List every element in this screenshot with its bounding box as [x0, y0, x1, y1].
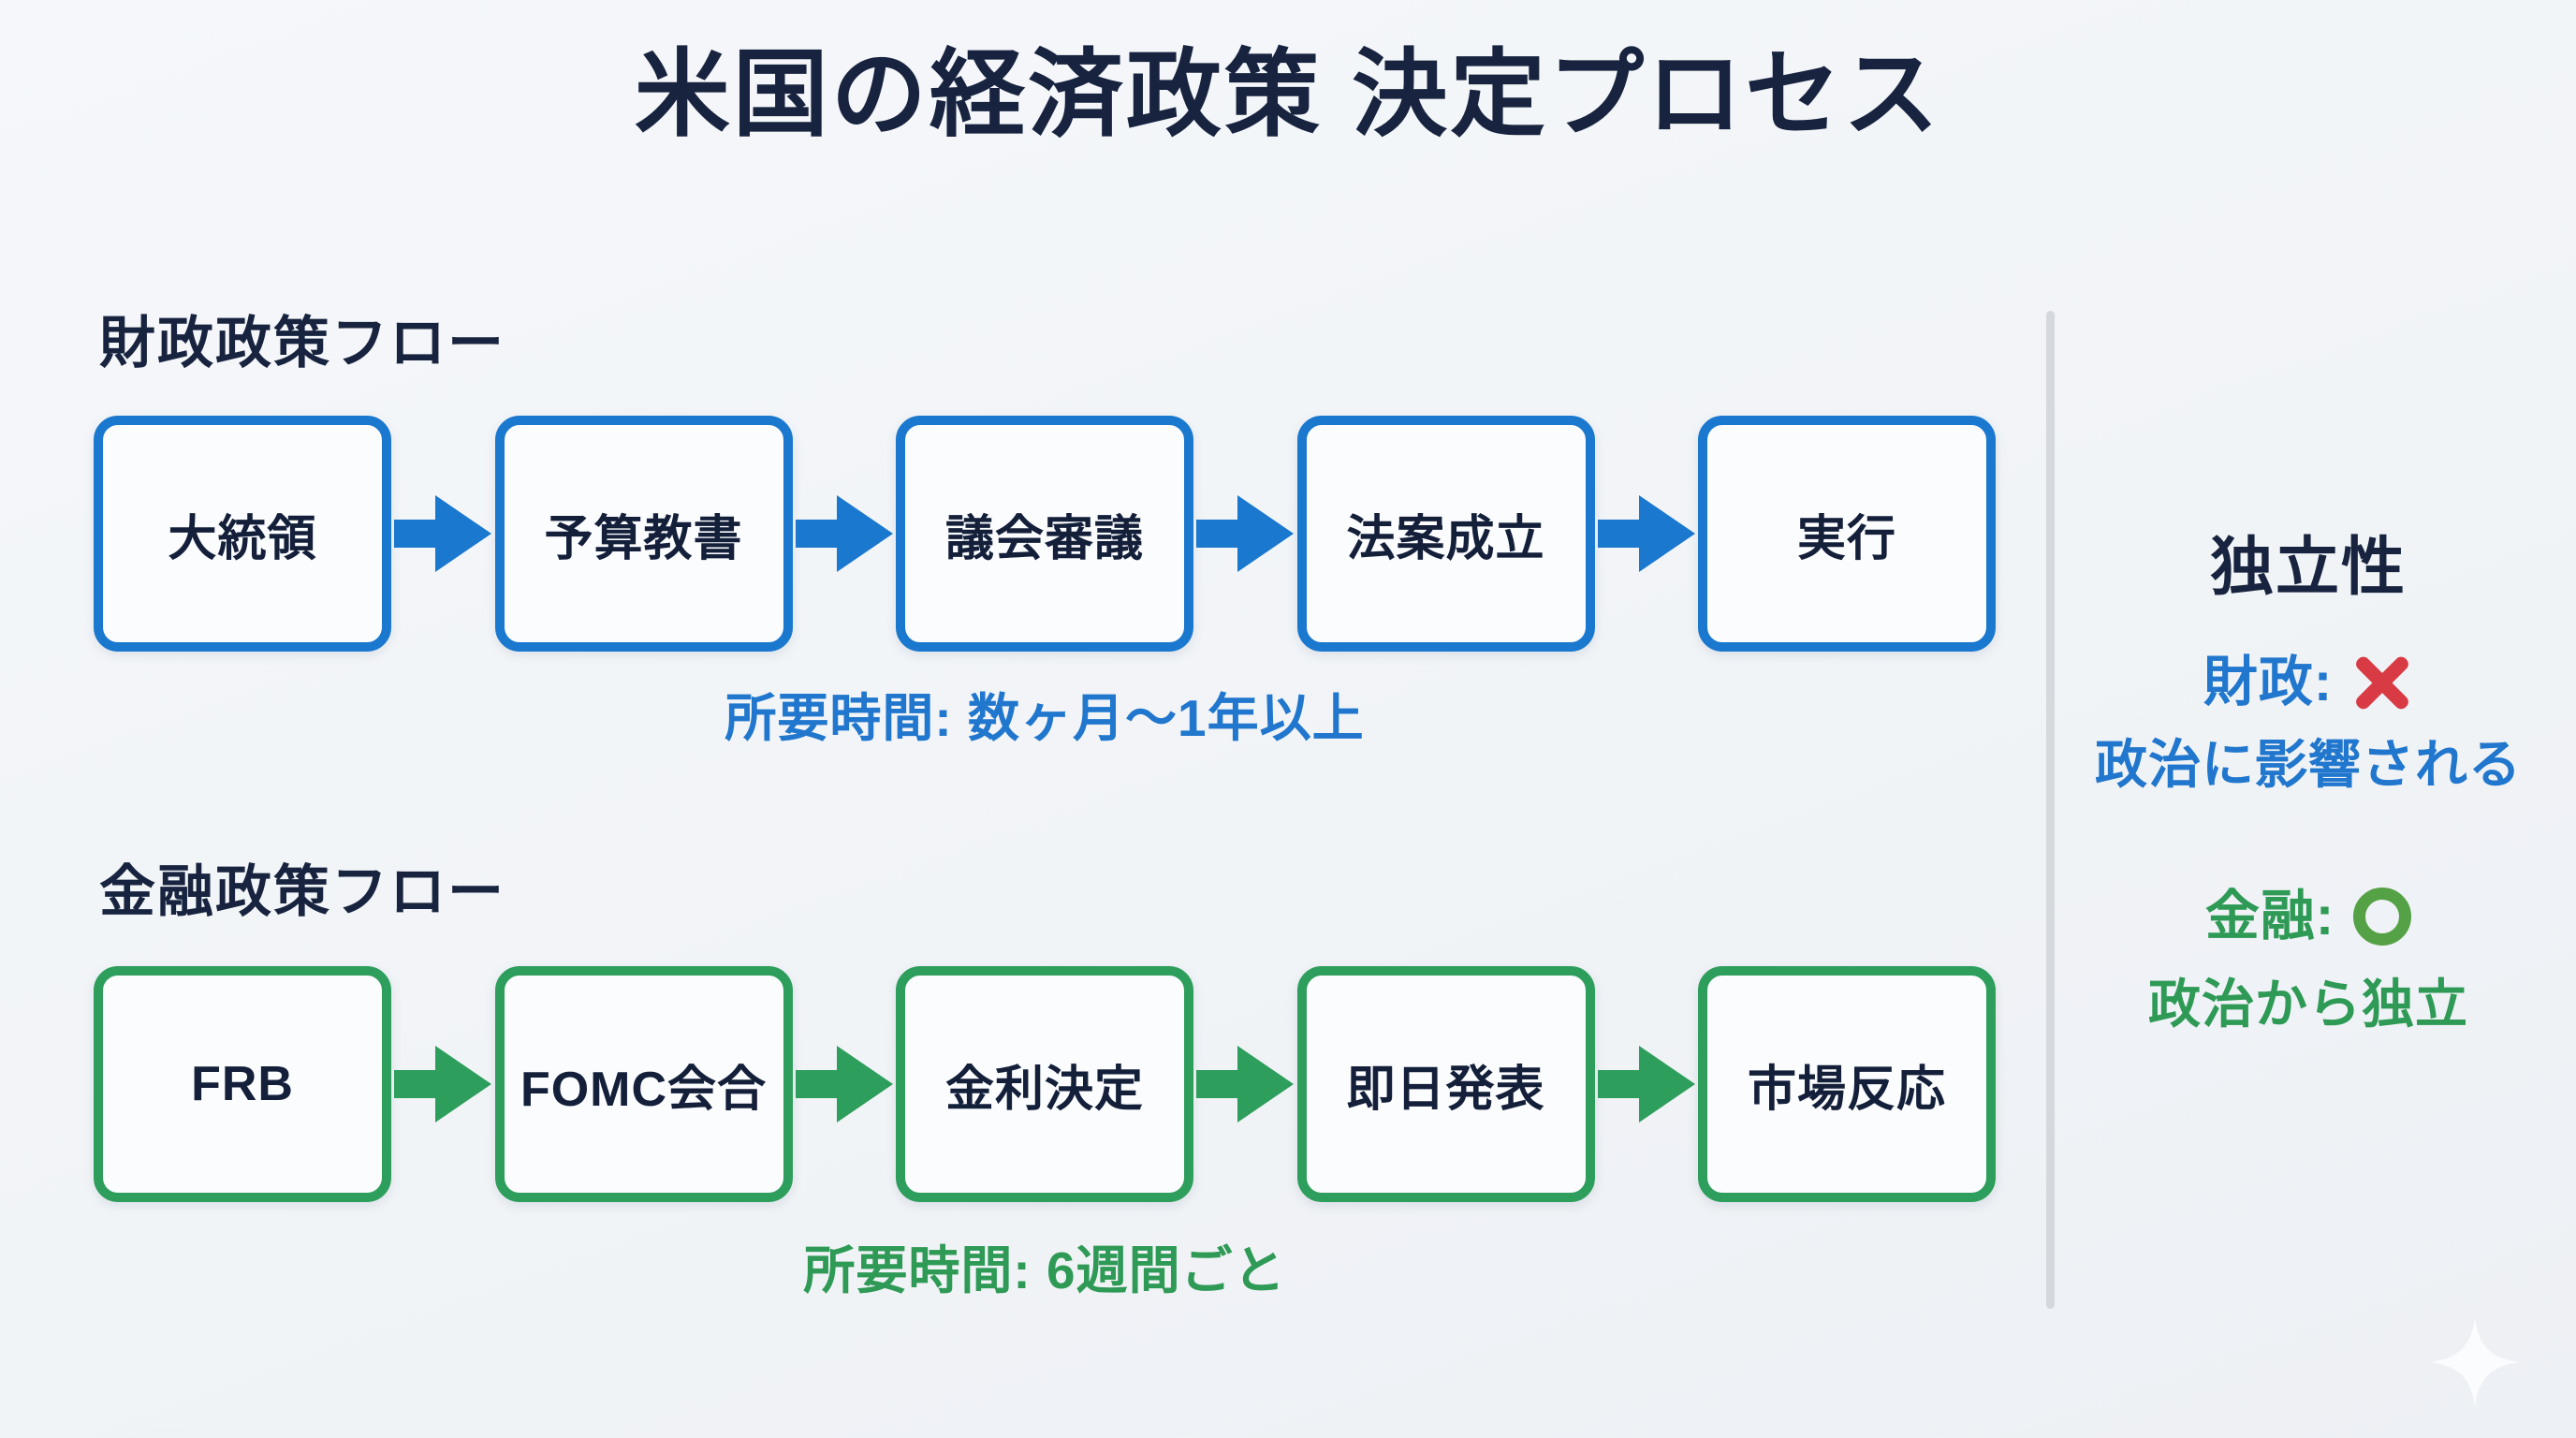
independence-monetary-description: 政治から独立 — [2148, 975, 2468, 1034]
independence-fiscal-description: 政治に影響される — [2095, 735, 2522, 794]
fiscal-step-congress-deliberation: 議会審議 — [896, 416, 1193, 652]
monetary-step-frb: FRB — [94, 966, 391, 1202]
fiscal-duration-note: 所要時間: 数ヶ月〜1年以上 — [724, 689, 1365, 747]
monetary-flow-row: FRB FOMC会合 金利決定 即日発表 市場反応 — [94, 966, 1996, 1202]
page-title: 米国の経済政策 決定プロセス — [634, 41, 1942, 148]
arrow-right-icon — [795, 1046, 893, 1123]
fiscal-step-execution: 実行 — [1698, 416, 1996, 652]
independence-fiscal-label: 財政: — [2203, 652, 2334, 712]
monetary-step-rate-decision: 金利決定 — [896, 966, 1193, 1202]
independence-fiscal-line: 財政: — [2050, 642, 2567, 723]
fiscal-flow-label: 財政政策フロー — [99, 312, 505, 374]
monetary-step-fomc-meeting: FOMC会合 — [494, 966, 793, 1202]
independence-monetary-label: 金融: — [2204, 886, 2335, 946]
arrow-right-icon — [1597, 495, 1695, 572]
arrow-right-icon — [394, 495, 492, 572]
monetary-step-same-day-announcement: 即日発表 — [1296, 966, 1595, 1202]
arrow-right-icon — [1597, 1046, 1695, 1123]
arrow-right-icon — [394, 1046, 492, 1123]
circle-mark-icon — [2353, 888, 2412, 946]
monetary-flow-label: 金融政策フロー — [99, 860, 505, 923]
x-mark-icon — [2351, 652, 2413, 713]
arrow-right-icon — [795, 495, 893, 572]
arrow-right-icon — [1196, 495, 1295, 572]
fiscal-flow-row: 大統領 予算教書 議会審議 法案成立 実行 — [94, 416, 1996, 652]
fiscal-step-president: 大統領 — [94, 416, 391, 652]
vertical-divider — [2046, 311, 2055, 1309]
fiscal-step-bill-enactment: 法案成立 — [1296, 416, 1595, 652]
sparkle-icon — [2430, 1317, 2520, 1407]
fiscal-step-budget-message: 予算教書 — [494, 416, 793, 652]
arrow-right-icon — [1196, 1046, 1295, 1123]
independence-title: 独立性 — [2209, 532, 2407, 603]
independence-monetary-line: 金融: — [2050, 876, 2567, 957]
monetary-step-market-reaction: 市場反応 — [1698, 966, 1996, 1202]
monetary-duration-note: 所要時間: 6週間ごと — [803, 1241, 1286, 1299]
